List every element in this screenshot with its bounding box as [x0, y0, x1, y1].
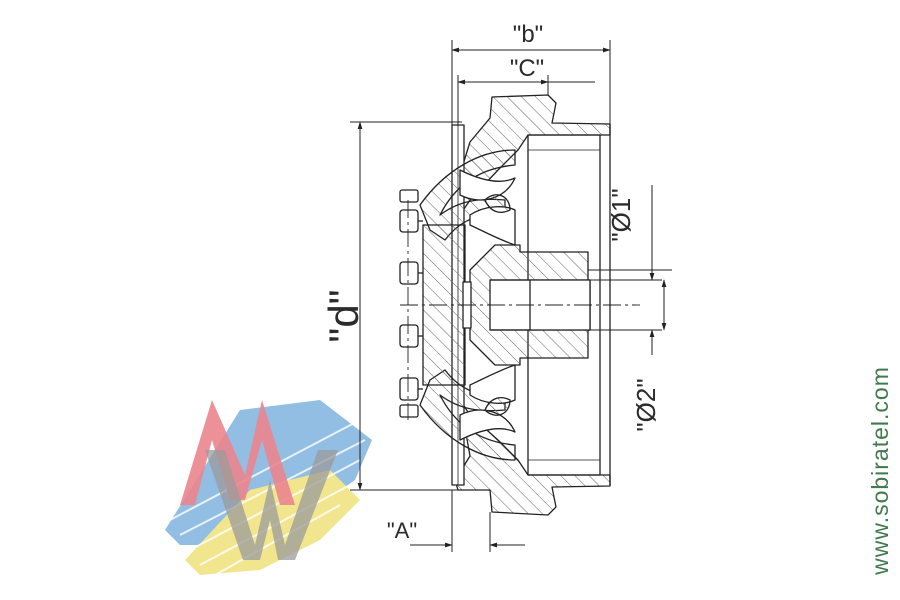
dim-label-d: "d" [320, 289, 367, 342]
website-watermark: www.sobiratel.com [862, 345, 898, 595]
dimension-lines [350, 40, 672, 552]
upper-spring-loop [459, 169, 516, 201]
logo-gray-w [205, 450, 338, 560]
lower-spring-loop [459, 409, 516, 441]
logo-blue-bricks [165, 400, 372, 545]
center-lines [400, 200, 640, 420]
dim-label-b: "b" [513, 21, 543, 48]
dim-label-diameter-1: "Ø1" [606, 188, 636, 241]
logo-red-m [180, 400, 295, 505]
watermark-logo [165, 400, 372, 576]
website-text: www.sobiratel.com [866, 365, 893, 575]
bolt-heads [399, 189, 423, 418]
dim-label-a: "A" [387, 518, 417, 543]
dim-label-diameter-2: "Ø2" [631, 378, 661, 431]
dim-label-c: "C" [510, 55, 544, 82]
